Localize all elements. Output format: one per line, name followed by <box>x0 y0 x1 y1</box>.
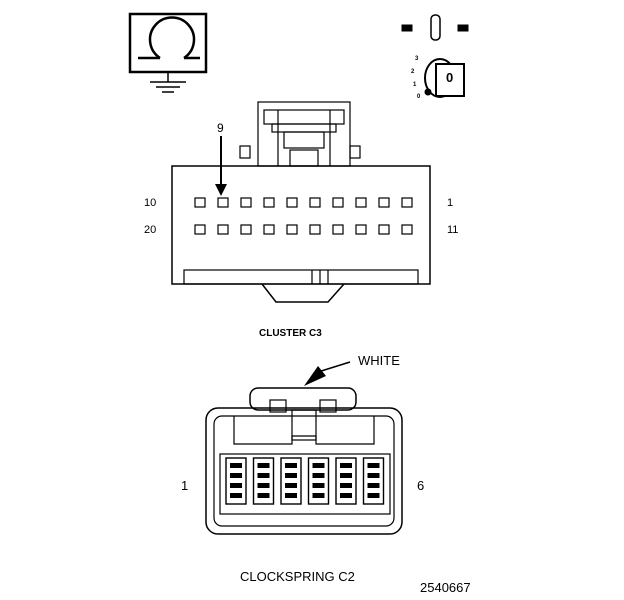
cluster-pin-grid <box>194 197 413 235</box>
clockspring-caption: CLOCKSPRING C2 <box>240 569 355 584</box>
cluster-pin-cavity <box>286 224 298 235</box>
cluster-pin-cavity <box>309 197 321 208</box>
cluster-pin-cavity <box>217 224 229 235</box>
cluster-pin-20-label: 20 <box>144 224 157 236</box>
clockspring-terminal <box>252 457 275 505</box>
cluster-pin-cavity <box>378 197 390 208</box>
cluster-pin-1-label: 1 <box>447 197 454 209</box>
ground-symbol-icon <box>128 12 208 93</box>
ignition-switch-icon <box>401 14 469 98</box>
cluster-c3-connector <box>171 101 431 303</box>
cluster-pin-cavity <box>401 197 413 208</box>
cluster-pin-cavity <box>240 197 252 208</box>
clockspring-terminal <box>307 457 330 505</box>
cluster-pin-cavity <box>332 224 344 235</box>
cluster-pin-cavity <box>263 224 275 235</box>
clockspring-terminal <box>362 457 385 505</box>
cluster-pin-cavity <box>378 224 390 235</box>
cluster-pin-cavity <box>286 197 298 208</box>
ignition-position-3: 3 <box>415 56 419 62</box>
white-callout-arrow <box>304 361 351 386</box>
white-callout-label: WHITE <box>358 353 400 368</box>
pin-9-callout-label: 9 <box>217 121 224 135</box>
cluster-pin-cavity <box>309 224 321 235</box>
cluster-pin-10-label: 10 <box>144 197 157 209</box>
cluster-pin-cavity <box>263 197 275 208</box>
cluster-pin-cavity <box>332 197 344 208</box>
cluster-pin-cavity <box>355 197 367 208</box>
clockspring-terminal <box>280 457 302 505</box>
clockspring-pin-1-label: 1 <box>181 478 189 493</box>
ignition-position-1: 1 <box>413 82 417 88</box>
ignition-position-0: 0 <box>417 94 421 100</box>
clockspring-c2-connector <box>205 387 403 535</box>
figure-number: 2540667 <box>420 580 471 595</box>
cluster-pin-cavity <box>355 224 367 235</box>
pin-9-callout-arrow <box>215 136 227 196</box>
cluster-pin-cavity <box>401 224 413 235</box>
cluster-caption: CLUSTER C3 <box>259 328 322 339</box>
ignition-key-label: 0 <box>446 70 454 85</box>
cluster-pin-cavity <box>240 224 252 235</box>
clockspring-pin-row <box>225 457 385 505</box>
ignition-position-2: 2 <box>411 69 415 75</box>
cluster-pin-11-label: 11 <box>447 224 459 236</box>
cluster-pin-cavity <box>217 197 229 208</box>
cluster-pin-cavity <box>194 197 206 208</box>
clockspring-terminal <box>225 457 247 505</box>
cluster-pin-cavity <box>194 224 206 235</box>
clockspring-terminal <box>335 457 357 505</box>
clockspring-pin-6-label: 6 <box>417 478 425 493</box>
